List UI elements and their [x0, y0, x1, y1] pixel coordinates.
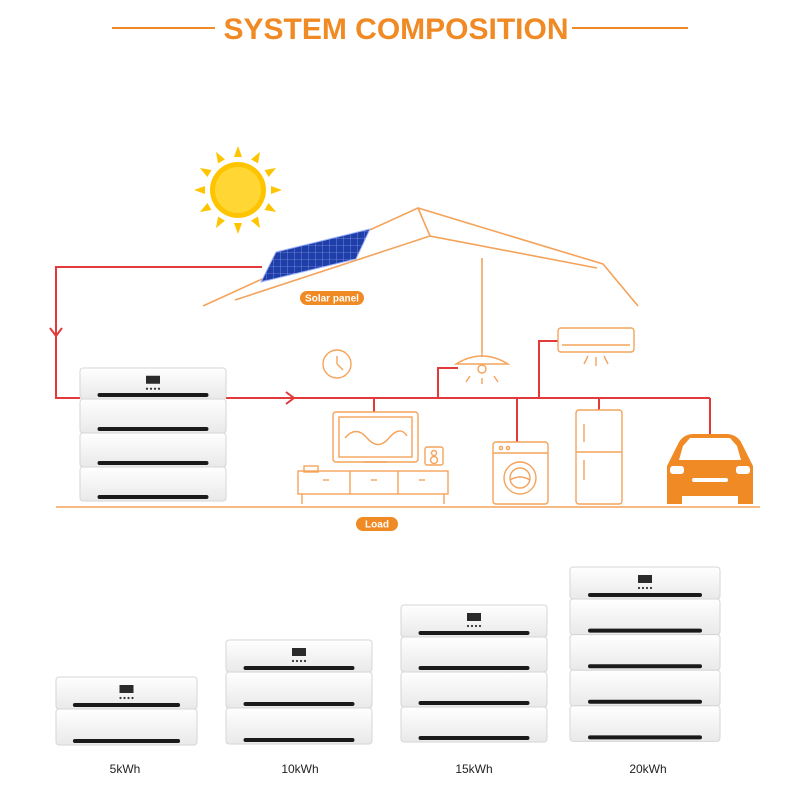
control-module [225, 639, 373, 673]
solar-panel-label: Solar panel [300, 291, 364, 305]
load-label: Load [356, 517, 398, 531]
electric-car-icon [667, 434, 753, 504]
battery-module [225, 707, 373, 745]
battery-module [400, 671, 548, 708]
battery-stack-20kwh [569, 566, 721, 742]
battery-stack-diagram [79, 367, 227, 502]
battery-module [569, 705, 721, 742]
battery-stack-10kwh [225, 639, 373, 745]
control-module [569, 566, 721, 600]
svg-text:Solar panel: Solar panel [305, 294, 359, 305]
header: SYSTEM COMPOSITION [112, 13, 688, 46]
battery-stack-5kwh [55, 676, 198, 746]
battery-module [225, 671, 373, 709]
battery-stack-icon [79, 367, 227, 502]
battery-module [569, 634, 721, 671]
product-label-5kwh: 5kWh [110, 762, 141, 776]
battery-module [400, 706, 548, 743]
air-conditioner-icon [557, 327, 635, 366]
battery-stack-15kwh [400, 604, 548, 743]
tv-cabinet-icon [297, 411, 449, 504]
sun-icon [194, 146, 282, 234]
battery-module [79, 432, 227, 468]
battery-module [79, 466, 227, 502]
control-module [55, 676, 198, 710]
page-title: SYSTEM COMPOSITION [223, 13, 568, 46]
clock-icon [322, 349, 352, 379]
battery-module [400, 636, 548, 673]
refrigerator-icon [575, 409, 623, 505]
battery-module [55, 708, 198, 746]
product-label-10kwh: 10kWh [281, 762, 318, 776]
battery-module [79, 398, 227, 434]
product-lineup [55, 566, 721, 746]
control-module [79, 367, 227, 400]
ceiling-light-icon [453, 352, 511, 384]
control-module [400, 604, 548, 638]
battery-module [569, 598, 721, 636]
washing-machine-icon [492, 441, 549, 505]
solar-panel-icon [260, 228, 371, 283]
battery-module [569, 669, 721, 707]
power-wiring [49, 266, 711, 442]
product-label-15kwh: 15kWh [455, 762, 492, 776]
product-label-20kwh: 20kWh [629, 762, 666, 776]
svg-text:Load: Load [365, 520, 389, 531]
